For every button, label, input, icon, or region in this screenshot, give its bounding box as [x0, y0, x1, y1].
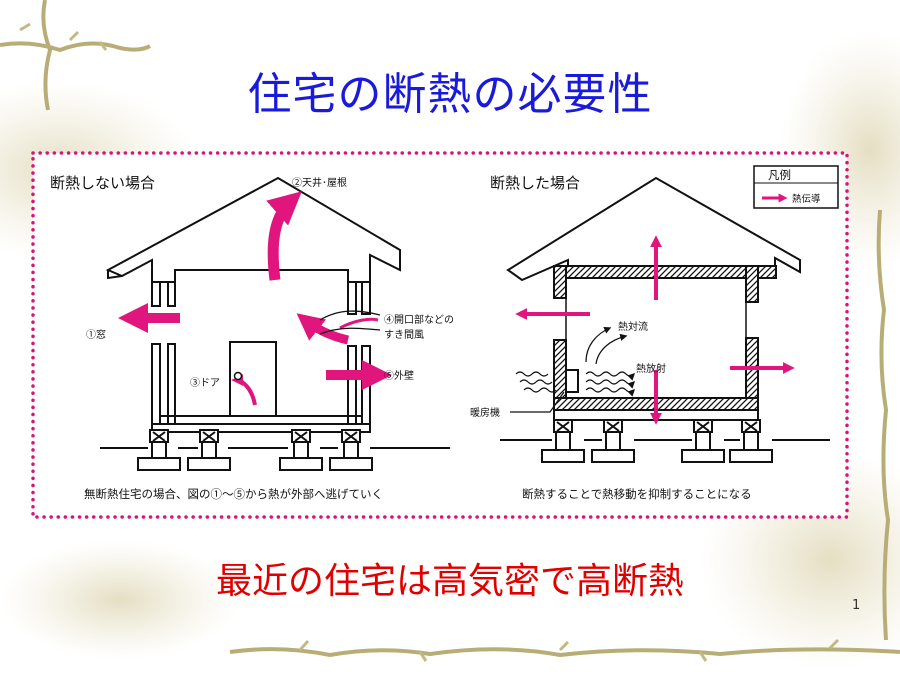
slide-title: 住宅の断熱の必要性: [247, 69, 653, 120]
label-wall: ⑤外壁: [384, 369, 414, 382]
label-ceiling: ②天井･屋根: [292, 176, 347, 189]
label-window: ①窓: [86, 328, 106, 341]
label-openings-2: すき間風: [384, 329, 424, 341]
left-caption: 無断熱住宅の場合、図の①～⑤から熱が外部へ逃げていく: [84, 487, 383, 501]
left-heading: 断熱しない場合: [50, 175, 155, 192]
label-openings-1: ④開口部などの: [384, 313, 454, 326]
insulation-diagram: 断熱しない場合 ②天井･屋根 ①窓 ④開口部などの すき間風 ③ドア ⑤外壁 無…: [31, 151, 849, 519]
page-number: 1: [852, 598, 861, 613]
legend-item: 熱伝導: [792, 193, 821, 205]
label-heater: 暖房機: [470, 406, 500, 419]
right-heading: 断熱した場合: [490, 175, 580, 192]
label-convection: 熱対流: [618, 320, 648, 333]
right-caption: 断熱することで熱移動を抑制することになる: [522, 487, 752, 501]
label-door: ③ドア: [190, 377, 220, 389]
heat-arrows-right: [515, 235, 795, 425]
legend: [753, 165, 839, 209]
heat-arrows-left: [118, 191, 392, 406]
slide-subtitle: 最近の住宅は高気密で高断熱: [215, 561, 684, 602]
label-radiation: 熱放射: [636, 362, 666, 375]
legend-title: 凡例: [768, 168, 791, 182]
